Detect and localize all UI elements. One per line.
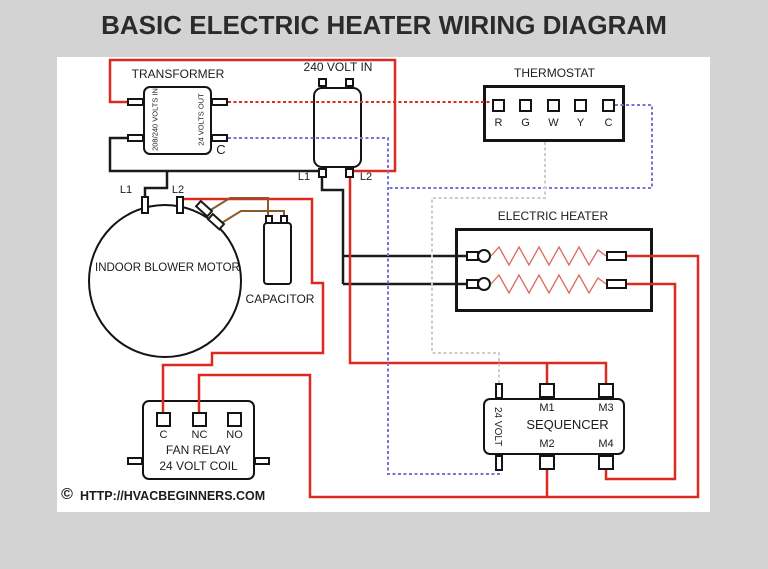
- volt-in-top-right-terminal: [345, 78, 354, 87]
- thermostat-terminal-g: [519, 99, 532, 112]
- sequencer-terminal-m3: [598, 383, 614, 398]
- heater-element1-eyelet: [477, 249, 491, 263]
- copyright-icon: ©: [61, 486, 73, 503]
- volt-in-l2-label: L2: [359, 171, 373, 183]
- volt-in-l2-terminal: [345, 168, 354, 178]
- electric-heater-box: [455, 228, 653, 312]
- heater-element1-right-terminal: [606, 251, 627, 261]
- volt-in-l1-terminal: [318, 168, 327, 178]
- thermostat-w-label: W: [548, 117, 559, 129]
- volt-in-box: [313, 87, 362, 168]
- blower-l2-label: L2: [171, 184, 185, 196]
- fan-relay-name: FAN RELAY: [165, 443, 232, 457]
- transformer-secondary-text: 24 VOLTS OUT: [196, 93, 206, 146]
- blower-l1-terminal: [141, 196, 149, 214]
- fan-relay-right-stub: [254, 457, 270, 465]
- sequencer-m2-label: M2: [539, 438, 555, 450]
- blower-l1-label: L1: [119, 184, 133, 196]
- thermostat-c-label: C: [604, 117, 613, 129]
- fan-relay-nc-label: NC: [191, 429, 208, 441]
- thermostat-terminal-w: [547, 99, 560, 112]
- fan-relay-terminal-no: [227, 412, 242, 427]
- volt-in-top-left-terminal: [318, 78, 327, 87]
- blower-motor-label: INDOOR BLOWER MOTOR: [95, 262, 240, 274]
- blower-l2-terminal: [176, 196, 184, 214]
- sequencer-terminal-m1: [539, 383, 555, 398]
- capacitor-right-terminal: [280, 215, 288, 224]
- fan-relay-left-stub: [127, 457, 143, 465]
- thermostat-terminal-r: [492, 99, 505, 112]
- capacitor-left-terminal: [265, 215, 273, 224]
- thermostat-label: THERMOSTAT: [514, 66, 595, 80]
- transformer-label: TRANSFORMER: [131, 67, 225, 81]
- fan-relay-terminal-c: [156, 412, 171, 427]
- copyright-url: HTTP://HVACBEGINNERS.COM: [80, 489, 266, 503]
- sequencer-name: SEQUENCER: [526, 417, 609, 432]
- sequencer-m3-label: M3: [598, 402, 614, 414]
- sequencer-coil-bottom-terminal: [495, 455, 503, 471]
- sequencer-terminal-m4: [598, 455, 614, 470]
- capacitor-label: CAPACITOR: [245, 292, 315, 306]
- transformer-secondary-c-terminal: [211, 134, 228, 142]
- sequencer-m4-label: M4: [598, 438, 614, 450]
- electric-heater-label: ELECTRIC HEATER: [497, 209, 609, 223]
- thermostat-box: [483, 85, 625, 142]
- fan-relay-no-label: NO: [226, 429, 243, 441]
- sequencer-terminal-m2: [539, 455, 555, 470]
- sequencer-m1-label: M1: [539, 402, 555, 414]
- page-title: BASIC ELECTRIC HEATER WIRING DIAGRAM: [101, 10, 667, 40]
- transformer-common-label: C: [216, 142, 226, 157]
- capacitor-box: [263, 222, 292, 285]
- transformer-primary-bottom-terminal: [127, 134, 144, 142]
- thermostat-y-label: Y: [576, 117, 585, 129]
- transformer-primary-text: 208/240 VOLTS IN: [150, 88, 160, 151]
- fan-relay-coil-label: 24 VOLT COIL: [159, 459, 238, 473]
- blower-motor-circle: [88, 204, 242, 358]
- thermostat-terminal-c: [602, 99, 615, 112]
- transformer-primary-top-terminal: [127, 98, 144, 106]
- heater-element2-right-terminal: [606, 279, 627, 289]
- transformer-secondary-r-terminal: [211, 98, 228, 106]
- volt-in-label: 240 VOLT IN: [303, 60, 373, 74]
- sequencer-voltage-label: 24 VOLT: [492, 407, 503, 447]
- heater-element2-eyelet: [477, 277, 491, 291]
- thermostat-r-label: R: [494, 117, 503, 129]
- volt-in-l1-label: L1: [297, 171, 311, 183]
- thermostat-g-label: G: [521, 117, 530, 129]
- sequencer-coil-top-terminal: [495, 383, 503, 399]
- fan-relay-terminal-nc: [192, 412, 207, 427]
- thermostat-terminal-y: [574, 99, 587, 112]
- fan-relay-c-label: C: [159, 429, 168, 441]
